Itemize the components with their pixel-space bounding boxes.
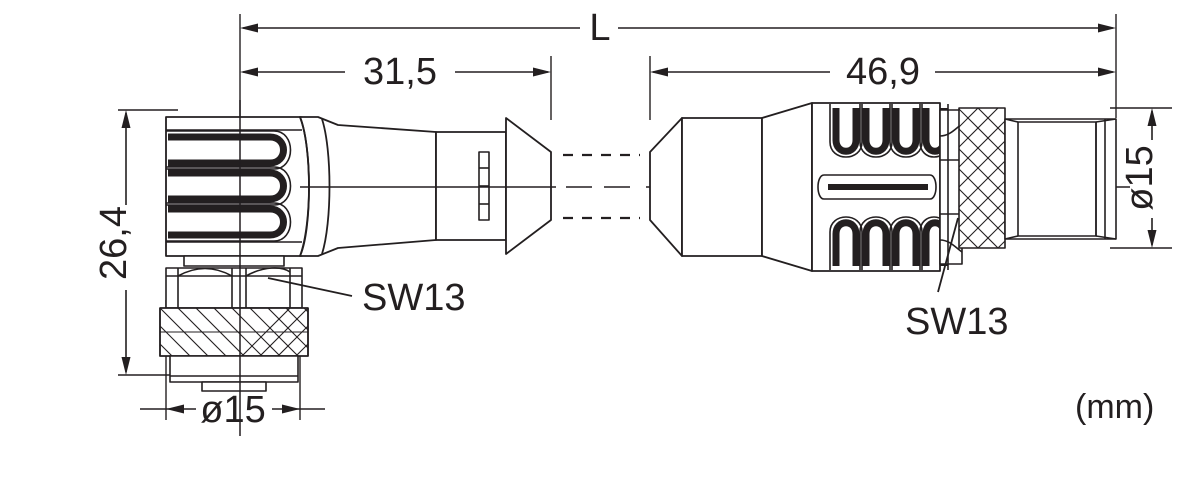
left-elbow-seam	[321, 118, 331, 255]
callout-leaders	[267, 217, 959, 297]
dimension-label-L: L	[589, 7, 610, 49]
left-coupling-tip	[201, 381, 267, 392]
left-barrel	[435, 131, 507, 241]
callout-label-sw13-left: SW13	[362, 277, 465, 319]
unit-note: (mm)	[1075, 388, 1154, 426]
dimension-left-connector-diameter	[140, 404, 325, 414]
right-barrel	[681, 117, 763, 257]
left-strain-relief-cone	[505, 117, 552, 255]
right-straight-connector	[649, 102, 1117, 272]
dimension-lines-group	[118, 14, 1172, 420]
right-strain-relief-cone	[649, 117, 683, 257]
left-hex-flats	[165, 267, 303, 309]
dimension-left-connector-height	[121, 110, 131, 375]
left-housing-fin-outlines	[166, 130, 292, 242]
dimension-label-diameter-right: ø15	[1119, 145, 1161, 210]
dimension-label-31-5: 31,5	[363, 51, 437, 93]
dimension-label-46-9: 46,9	[846, 51, 920, 93]
dimension-label-diameter-left: ø15	[200, 389, 265, 431]
right-sw13-leader	[937, 217, 959, 293]
right-end-cap	[1004, 118, 1117, 240]
cable-break-section	[563, 153, 640, 220]
dimension-right-connector-length	[650, 67, 1116, 77]
left-barrel-marking	[478, 151, 490, 221]
right-taper	[761, 102, 813, 272]
left-elbow-seam-2	[299, 116, 310, 257]
text-labels: L 31,5 46,9 26,4 ø15 ø15 SW13 SW13 (mm)	[93, 7, 1161, 431]
callout-label-sw13-right: SW13	[905, 301, 1008, 343]
dimension-overall-length	[240, 23, 1116, 33]
left-coupling-shoulder	[183, 255, 285, 267]
left-sw13-leader	[267, 277, 353, 297]
left-angled-connector	[159, 116, 552, 392]
dimension-right-connector-diameter	[1147, 108, 1157, 248]
dimension-left-connector-length	[240, 67, 551, 77]
left-housing-fins	[168, 133, 287, 239]
dimension-label-26-4: 26,4	[93, 206, 135, 280]
right-knurled-ring	[958, 107, 1006, 249]
left-coupling-barrel	[169, 355, 299, 383]
